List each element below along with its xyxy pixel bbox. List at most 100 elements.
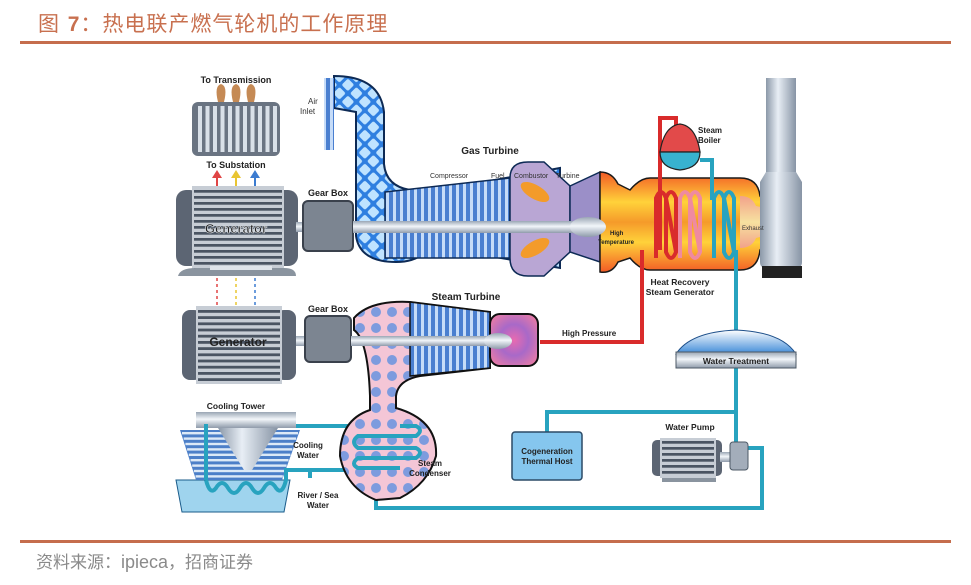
label-condenser-1: Steam [418, 459, 442, 468]
generator-fin [662, 471, 714, 474]
generator-fin [198, 378, 280, 381]
condenser-coil [352, 424, 422, 470]
label-compressor: Compressor [430, 173, 469, 180]
cooling-tower-fin [195, 475, 283, 478]
transformer-fin [265, 106, 270, 152]
arrow-yellow-head [231, 170, 241, 178]
label-thermal-host: Thermal Host [521, 457, 572, 466]
steam-boiler [659, 123, 701, 171]
generator-fin [198, 328, 280, 332]
label-cooling-water-2: Water [297, 451, 319, 460]
generator-fin [662, 447, 714, 450]
label-steam-turbine: Steam Turbine [432, 292, 501, 303]
bushing-2 [231, 84, 241, 102]
generator-fin [198, 316, 280, 319]
label-cooling-water-1: Cooling [293, 441, 323, 450]
generator-fin [198, 310, 280, 313]
bushing-1 [216, 84, 226, 102]
label-water-treatment: Water Treatment [703, 356, 769, 366]
cooling-coil [204, 468, 310, 495]
hrsg-coil [712, 190, 737, 260]
gas-turbine-hub [570, 217, 606, 237]
label-high: High [610, 231, 624, 237]
label-combustor: Combustor [514, 173, 549, 180]
transformer-fin [235, 106, 240, 152]
generator-fin [198, 365, 280, 369]
figure-title-separator: ： [80, 12, 103, 36]
figure-source: 资料来源：ipieca，招商证券 [36, 548, 253, 573]
transformer-fin [243, 106, 247, 152]
generator-fin [198, 322, 280, 326]
label-river-sea-2: Water [307, 501, 329, 510]
source-divider [20, 540, 951, 543]
generator-fin [198, 341, 280, 344]
steam-turbine-hub [484, 333, 512, 349]
figure-number: 7 [67, 13, 81, 36]
gas-turbine-shaft [353, 221, 583, 233]
generator-fin [194, 238, 282, 241]
combustor-flame-bottom [520, 237, 550, 259]
transformer-fin [213, 106, 217, 152]
title-divider [20, 41, 951, 44]
label-cogeneration: Cogeneration [521, 447, 573, 456]
label-steam-boiler-2: Boiler [698, 136, 721, 145]
figure-title-prefix: 图 [38, 12, 68, 36]
generator-fin [194, 256, 282, 259]
generator-fin [198, 353, 280, 357]
label-high-pressure: High Pressure [562, 329, 617, 338]
label-inlet: Inlet [300, 107, 316, 116]
substation-arrows [212, 170, 260, 186]
label-gear-box-1: Gear Box [308, 188, 348, 198]
generator-wires [216, 272, 256, 306]
water-pump [652, 438, 749, 482]
transformer-fin [258, 106, 262, 152]
generator-2 [182, 306, 296, 384]
boiler-feed-pipe [700, 158, 714, 200]
hrsg-coils [654, 116, 737, 260]
label-exhaust: Exhaust [742, 226, 764, 232]
generator-fin [662, 453, 714, 456]
compressor [384, 177, 511, 259]
label-temperature: Temperature [598, 240, 635, 246]
generator-fin [662, 465, 714, 468]
gear-box-1 [302, 200, 354, 252]
exhaust-stack [760, 78, 802, 278]
label-gear-box-2: Gear Box [308, 304, 348, 314]
hrsg-coil [678, 190, 703, 260]
arrow-blue-head [250, 170, 260, 178]
label-turbine: Turbine [556, 173, 580, 180]
combustor-flame-top [520, 181, 550, 203]
cogeneration-thermal-host [511, 431, 583, 481]
cooling-tower [175, 412, 310, 513]
transformer [192, 84, 280, 156]
label-generator-1: Generator [205, 221, 267, 236]
source-suffix: ，招商证券 [168, 553, 254, 573]
transformer-fin [205, 106, 210, 152]
generator-fin [194, 226, 282, 229]
generator-fin [194, 244, 282, 247]
generator-fin [194, 190, 282, 193]
label-steam-generator: Steam Generator [646, 287, 715, 297]
label-gas-turbine: Gas Turbine [461, 146, 519, 157]
generator-fin [194, 232, 282, 235]
transformer-fin [220, 106, 225, 152]
label-condenser-2: Condenser [409, 469, 451, 478]
generator-fin [662, 441, 714, 444]
generator-fin [662, 459, 714, 462]
generator-fin [194, 262, 282, 265]
cooling-tower-fin [193, 469, 285, 473]
label-air: Air [308, 97, 318, 106]
generator-fin [198, 359, 280, 363]
transformer-fin [198, 106, 202, 152]
label-river-sea-1: River / Sea [298, 491, 339, 500]
generator-fin [194, 220, 282, 223]
transformer-fin [250, 106, 255, 152]
air-inlet-grille [324, 78, 334, 150]
generator-1 [176, 186, 298, 276]
cooling-tower-fin [192, 464, 287, 467]
generator-fin [194, 214, 282, 217]
label-generator-2: Generator [209, 335, 267, 349]
transformer-fin [273, 106, 277, 152]
gas-turbine-blades [569, 170, 601, 264]
